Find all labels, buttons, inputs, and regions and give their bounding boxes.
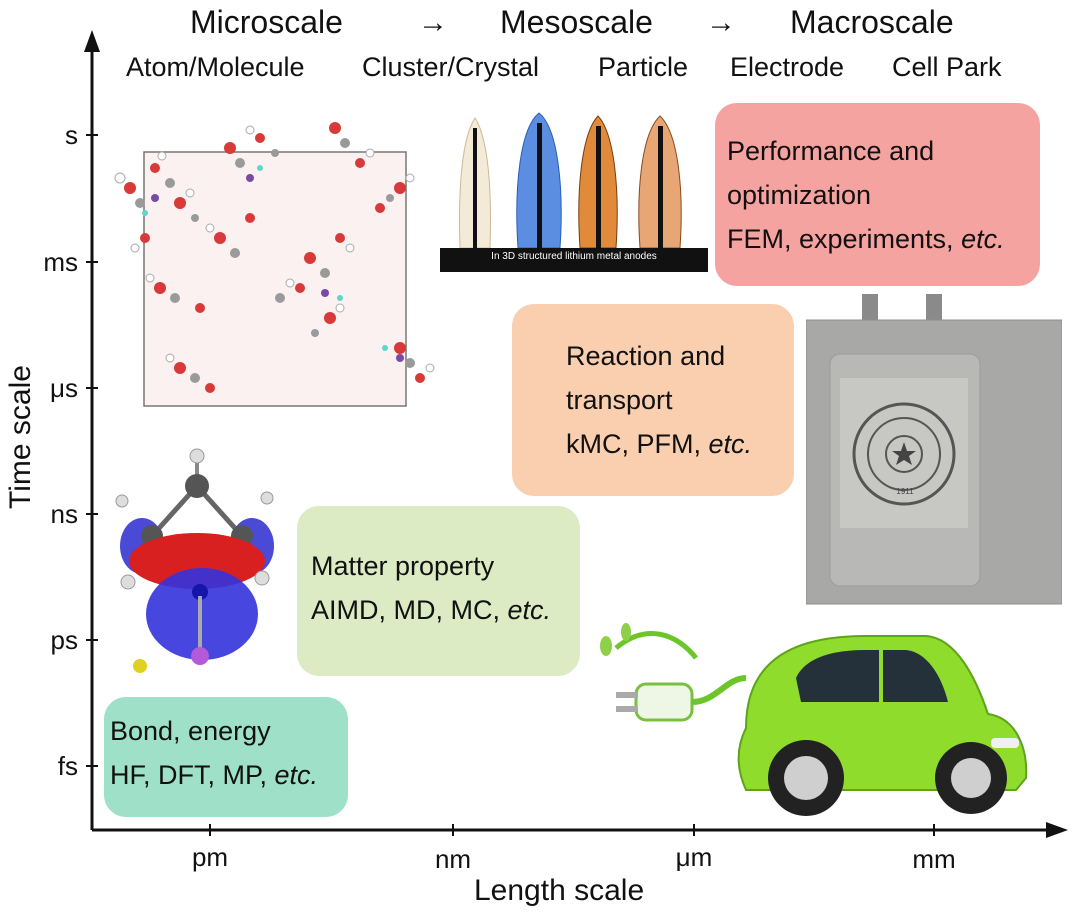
sub-label-electrode: Electrode [730,52,845,82]
x-tick-um: μm [675,842,713,872]
dendrite-image [440,108,708,272]
sub-label-atom: Atom/Molecule [126,52,305,82]
y-tick-ns: ns [50,499,78,529]
bond-line2: HF, DFT, MP, etc. [110,760,319,790]
seal-year: 1911 [896,487,914,496]
y-tick-ms: ms [43,247,78,277]
y-tick-ps: ps [50,625,78,655]
x-tick-nm: nm [434,844,472,874]
reaction-line1: Reaction and [566,341,726,371]
performance-line2: optimization [727,180,872,210]
matter-line1: Matter property [311,551,495,581]
y-tick-fs: fs [57,751,78,781]
mesoscale-label: Mesoscale [500,4,653,40]
arrow-right-icon-2: → [706,6,736,39]
arrow-right-icon: → [418,6,448,39]
molecular-dynamics-image [114,122,435,407]
sub-label-cluster: Cluster/Crystal [362,52,540,82]
matter-box: Matter property AIMD, MD, MC, etc. [297,506,580,676]
pouch-cell-image [806,294,1062,605]
microscale-label: Microscale [190,4,343,40]
performance-line1: Performance and [727,136,935,166]
reaction-line2: transport [566,385,673,415]
x-tick-mm: mm [912,844,956,874]
sub-label-particle: Particle [598,52,689,82]
reaction-box: Reaction and transport kMC, PFM, etc. [512,304,794,496]
reaction-line3: kMC, PFM, etc. [566,429,753,459]
matter-line2: AIMD, MD, MC, etc. [311,595,552,625]
macroscale-label: Macroscale [790,4,954,40]
y-axis-title: Time scale [4,365,37,509]
orbital-image [115,448,274,673]
bond-line1: Bond, energy [110,716,271,746]
y-tick-us: μs [50,373,78,403]
y-tick-s: s [65,120,78,150]
dendrite-caption: In 3D structured lithium metal anodes [491,251,657,262]
bond-box: Bond, energy HF, DFT, MP, etc. [104,697,348,817]
performance-box: Performance and optimization FEM, experi… [715,103,1040,286]
x-tick-pm: pm [191,842,229,872]
x-axis-title: Length scale [474,874,645,907]
sub-label-cell-park: Cell Park [892,52,1002,82]
performance-line3: FEM, experiments, etc. [727,224,1005,254]
electric-car-image [600,623,1028,816]
